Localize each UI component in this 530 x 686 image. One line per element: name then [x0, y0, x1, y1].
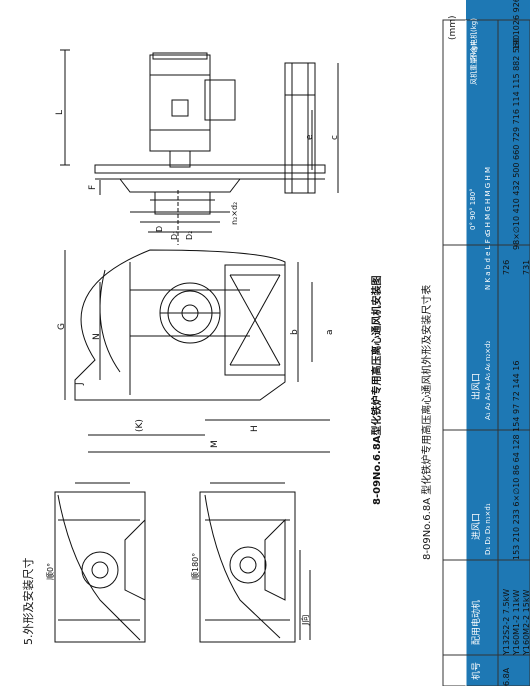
label-e-top: e [305, 134, 315, 140]
label-H: H [250, 425, 260, 432]
label-n-d: n₂×d₂ [230, 201, 239, 225]
spec-table-grid [442, 19, 530, 686]
units-label: (mm) [448, 15, 458, 40]
label-K: (K) [135, 419, 145, 432]
side-view-motor [60, 49, 339, 245]
drawing-caption: 8-09No.6.8A型化铁炉专用高压离心通风机安装图 [372, 275, 383, 505]
label-D: D [155, 225, 164, 232]
table-header-extra: 不含电机(kg) [470, 18, 478, 60]
label-G: G [57, 323, 67, 330]
label-N: N [92, 333, 102, 340]
bottom-view-1 [54, 482, 146, 643]
table-row-731: 731 [522, 259, 530, 275]
table-header-inlet: 进风口 [472, 512, 482, 540]
table-header-angles: 0° 90° 180° [469, 188, 477, 230]
label-L: L [55, 109, 65, 115]
label-M: M [210, 440, 220, 448]
section-title: 5.外形及安装尺寸 [22, 557, 35, 646]
table-row-values: 153 210 233 6×∅10 86 64 128 154 97 72 14… [512, 360, 521, 560]
label-D2: D₂ [185, 230, 194, 240]
table-header-angle-cols: G H M G H M G H M [484, 167, 492, 235]
table-header-outlet-sub: A₁ A₂ A₃ A₄ A₅ A₆ n₂×d₂ [484, 340, 492, 420]
table-header-outlet: 出风口 [472, 372, 482, 400]
label-J-dir: J向 [301, 614, 310, 625]
front-view-housing [64, 249, 330, 453]
label-c: c [330, 135, 340, 140]
table-row-motor-1: Y132S2-2 7.5kW [502, 588, 511, 655]
table-row-726: 726 [502, 259, 511, 275]
table-row-190: 190 [512, 34, 521, 50]
label-J: J [75, 382, 85, 385]
table-row-motor-2: Y160M1-2 11kW [512, 589, 521, 655]
table-header-machine-no: 机号 [472, 661, 482, 680]
table-header-motor: 配用电动机 [472, 599, 482, 645]
label-b: b [290, 329, 300, 335]
bottom-view-2 [199, 482, 311, 643]
label-G0: 顺0° [46, 562, 55, 580]
label-G180: 顺180° [191, 552, 200, 580]
label-D1: D₁ [170, 230, 179, 240]
table-row-motor-3: Y160M2-2 15kW [522, 589, 530, 655]
table-header-subcols: D₁ D₂ D₃ n₁×d₁ [484, 503, 492, 555]
table-row-model: 6.8A [502, 667, 511, 686]
label-F: F [88, 184, 98, 190]
table-header-dims: N K a b d e L F c [484, 233, 492, 290]
label-a: a [325, 329, 335, 335]
table-caption: 8-09No.6.8A 型化铁炉专用高压离心通风机外形及安装尺寸表 [422, 284, 433, 560]
